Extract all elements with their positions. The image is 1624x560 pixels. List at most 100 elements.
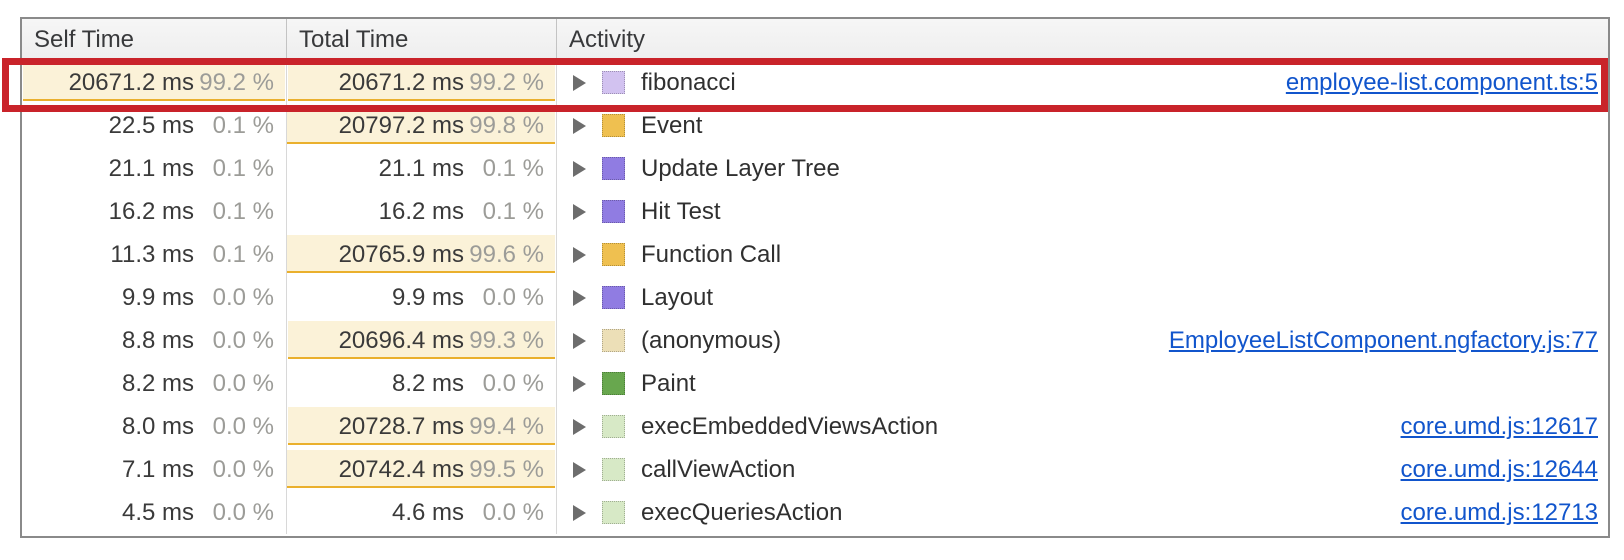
disclosure-triangle-icon[interactable] (573, 504, 586, 521)
source-location-link[interactable]: core.umd.js:12617 (1400, 412, 1598, 440)
total-time-percent: 99.4 % (469, 412, 544, 440)
activity-label: Paint (641, 369, 696, 397)
self-time-value: 21.1 ms (108, 154, 194, 182)
self-time-percent: 0.1 % (212, 154, 274, 182)
total-time-percent: 99.2 % (469, 68, 544, 96)
self-time-cell: 8.8 ms 0.0 % (22, 319, 287, 362)
column-header-activity[interactable]: Activity (569, 26, 646, 53)
category-swatch-icon (602, 157, 625, 180)
self-time-value: 7.1 ms (121, 455, 194, 483)
column-header-total-time[interactable]: Total Time (287, 19, 557, 60)
total-time-cell: 9.9 ms 0.0 % (287, 276, 557, 319)
activity-cell: Layout (557, 276, 1608, 319)
total-time-heat-bar (287, 321, 555, 359)
self-time-cell: 4.5 ms 0.0 % (22, 491, 287, 534)
disclosure-triangle-icon[interactable] (573, 203, 586, 220)
total-time-cell: 8.2 ms 0.0 % (287, 362, 557, 405)
total-time-value: 4.6 ms (391, 498, 464, 526)
self-time-value: 20671.2 ms (68, 68, 194, 96)
disclosure-triangle-icon[interactable] (573, 117, 586, 134)
source-location-link[interactable]: core.umd.js:12644 (1400, 455, 1598, 483)
category-swatch-icon (602, 372, 625, 395)
disclosure-triangle-icon[interactable] (573, 332, 586, 349)
total-time-percent: 0.0 % (482, 498, 544, 526)
disclosure-triangle-icon[interactable] (573, 375, 586, 392)
total-time-value: 20742.4 ms (338, 455, 464, 483)
self-time-heat-bar (23, 63, 285, 101)
activity-cell: fibonacci employee-list.component.ts:5 (557, 61, 1608, 104)
source-location-link[interactable]: core.umd.js:12713 (1400, 498, 1598, 526)
source-location-link[interactable]: EmployeeListComponent.ngfactory.js:77 (1168, 326, 1598, 354)
self-time-value: 22.5 ms (108, 111, 194, 139)
self-time-percent: 0.1 % (212, 240, 274, 268)
disclosure-triangle-icon[interactable] (573, 160, 586, 177)
table-row[interactable]: 16.2 ms 0.1 % 16.2 ms 0.1 % Hit Test (22, 190, 1608, 233)
activity-label: Update Layer Tree (641, 154, 840, 182)
total-time-value: 20765.9 ms (338, 240, 464, 268)
category-swatch-icon (602, 329, 625, 352)
self-time-value: 11.3 ms (110, 240, 194, 268)
self-time-value: 9.9 ms (121, 283, 194, 311)
self-time-value: 8.0 ms (121, 412, 194, 440)
category-swatch-icon (602, 415, 625, 438)
self-time-value: 8.8 ms (121, 326, 194, 354)
activity-cell: Hit Test (557, 190, 1608, 233)
category-swatch-icon (602, 286, 625, 309)
total-time-cell: 20742.4 ms 99.5 % (287, 448, 557, 491)
total-time-percent: 0.0 % (482, 369, 544, 397)
disclosure-triangle-icon[interactable] (573, 74, 586, 91)
table-row[interactable]: 22.5 ms 0.1 % 20797.2 ms 99.8 % Event (22, 104, 1608, 147)
self-time-value: 16.2 ms (108, 197, 194, 225)
profiler-call-tree-table: Self Time Total Time Activity 20671.2 ms… (20, 17, 1610, 538)
total-time-value: 9.9 ms (391, 283, 464, 311)
table-row[interactable]: 8.2 ms 0.0 % 8.2 ms 0.0 % Paint (22, 362, 1608, 405)
table-row[interactable]: 8.0 ms 0.0 % 20728.7 ms 99.4 % execEmbed… (22, 405, 1608, 448)
category-swatch-icon (602, 200, 625, 223)
disclosure-triangle-icon[interactable] (573, 289, 586, 306)
activity-label: execEmbeddedViewsAction (641, 412, 939, 440)
table-header-row: Self Time Total Time Activity (22, 19, 1608, 61)
disclosure-triangle-icon[interactable] (573, 418, 586, 435)
activity-cell: (anonymous) EmployeeListComponent.ngfact… (557, 319, 1608, 362)
total-time-value: 16.2 ms (378, 197, 464, 225)
category-swatch-icon (602, 243, 625, 266)
disclosure-triangle-icon[interactable] (573, 246, 586, 263)
total-time-cell: 20797.2 ms 99.8 % (286, 104, 557, 147)
activity-cell: execQueriesAction core.umd.js:12713 (557, 491, 1608, 534)
total-time-value: 21.1 ms (378, 154, 464, 182)
total-time-heat-bar (287, 235, 555, 273)
activity-label: callViewAction (641, 455, 796, 483)
activity-label: Layout (641, 283, 714, 311)
self-time-percent: 0.0 % (212, 455, 274, 483)
total-time-value: 8.2 ms (391, 369, 464, 397)
total-time-percent: 99.3 % (469, 326, 544, 354)
table-row[interactable]: 20671.2 ms 99.2 % 20671.2 ms 99.2 % fibo… (22, 61, 1608, 104)
total-time-percent: 99.8 % (469, 111, 544, 139)
source-location-link[interactable]: employee-list.component.ts:5 (1285, 68, 1598, 96)
total-time-heat-bar (287, 450, 555, 488)
activity-label: Event (641, 111, 703, 139)
self-time-percent: 0.0 % (212, 412, 274, 440)
total-time-value: 20696.4 ms (338, 326, 464, 354)
activity-label: Hit Test (641, 197, 721, 225)
table-row[interactable]: 21.1 ms 0.1 % 21.1 ms 0.1 % Update Layer… (22, 147, 1608, 190)
category-swatch-icon (602, 458, 625, 481)
total-time-percent: 0.1 % (482, 197, 544, 225)
activity-label: execQueriesAction (641, 498, 843, 526)
total-time-value: 20797.2 ms (338, 111, 464, 139)
total-time-cell: 16.2 ms 0.1 % (287, 190, 557, 233)
disclosure-triangle-icon[interactable] (573, 461, 586, 478)
self-time-value: 8.2 ms (121, 369, 194, 397)
total-time-percent: 99.5 % (469, 455, 544, 483)
column-header-self-time[interactable]: Self Time (22, 19, 287, 60)
table-row[interactable]: 9.9 ms 0.0 % 9.9 ms 0.0 % Layout (22, 276, 1608, 319)
activity-cell: execEmbeddedViewsAction core.umd.js:1261… (557, 405, 1608, 448)
table-row[interactable]: 4.5 ms 0.0 % 4.6 ms 0.0 % execQueriesAct… (22, 491, 1608, 534)
self-time-percent: 99.2 % (199, 68, 274, 96)
table-row[interactable]: 8.8 ms 0.0 % 20696.4 ms 99.3 % (anonymou… (22, 319, 1608, 362)
table-row[interactable]: 11.3 ms 0.1 % 20765.9 ms 99.6 % Function… (22, 233, 1608, 276)
activity-cell: Function Call (557, 233, 1608, 276)
total-time-value: 20671.2 ms (338, 68, 464, 96)
table-row[interactable]: 7.1 ms 0.0 % 20742.4 ms 99.5 % callViewA… (22, 448, 1608, 491)
self-time-cell: 11.3 ms 0.1 % (22, 233, 287, 276)
